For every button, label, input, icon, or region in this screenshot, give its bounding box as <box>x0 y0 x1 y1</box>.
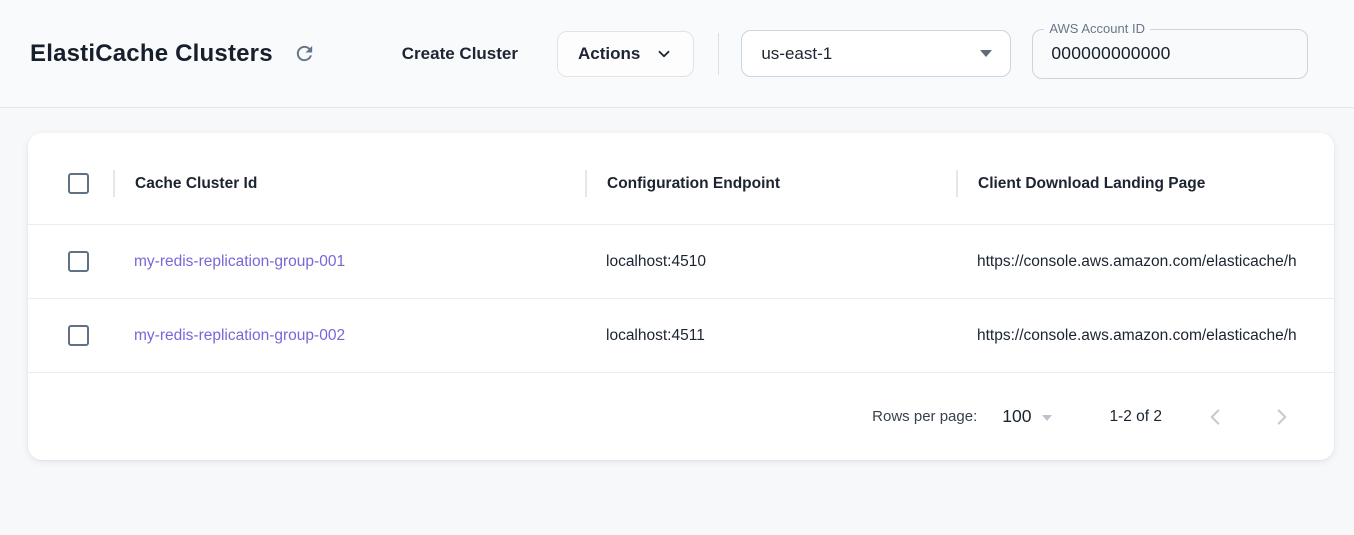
row-checkbox[interactable] <box>68 325 89 346</box>
column-header-client-download-landing-page: Client Download Landing Page <box>956 143 1334 224</box>
triangle-down-icon <box>1042 415 1053 421</box>
select-all-cell <box>28 173 113 194</box>
table-row: my-redis-replication-group-001 localhost… <box>28 224 1334 298</box>
row-checkbox[interactable] <box>68 251 89 272</box>
column-header-cache-cluster-id: Cache Cluster Id <box>113 143 585 224</box>
aws-account-id-label: AWS Account ID <box>1044 20 1150 36</box>
page-title: ElastiCache Clusters <box>30 39 273 67</box>
next-page-button[interactable] <box>1268 403 1296 431</box>
column-divider <box>956 170 958 197</box>
create-cluster-button[interactable]: Create Cluster <box>396 43 524 65</box>
configuration-endpoint-cell: localhost:4511 <box>606 326 705 344</box>
cache-cluster-id-link[interactable]: my-redis-replication-group-001 <box>134 252 346 270</box>
client-download-landing-page-cell: https://console.aws.amazon.com/elasticac… <box>977 326 1297 344</box>
table-header-row: Cache Cluster Id Configuration Endpoint … <box>28 133 1334 224</box>
pagination-bar: Rows per page: 100 1-2 of 2 <box>28 372 1334 460</box>
refresh-button[interactable] <box>290 39 320 69</box>
column-divider <box>113 170 115 197</box>
table-row: my-redis-replication-group-002 localhost… <box>28 298 1334 372</box>
cache-cluster-id-link[interactable]: my-redis-replication-group-002 <box>134 326 346 344</box>
column-header-configuration-endpoint: Configuration Endpoint <box>585 143 956 224</box>
rows-per-page-label: Rows per page: <box>872 408 978 425</box>
row-select-cell <box>28 325 113 346</box>
rows-per-page-value: 100 <box>1002 406 1032 426</box>
refresh-icon <box>293 42 316 65</box>
chevron-right-icon <box>1269 404 1295 430</box>
client-download-landing-page-cell: https://console.aws.amazon.com/elasticac… <box>977 252 1297 270</box>
configuration-endpoint-cell: localhost:4510 <box>606 252 706 270</box>
header-vertical-divider <box>718 32 720 75</box>
actions-button[interactable]: Actions <box>557 30 695 77</box>
region-select-value: us-east-1 <box>761 43 833 63</box>
chevron-down-icon <box>655 45 673 63</box>
previous-page-button[interactable] <box>1201 403 1229 431</box>
chevron-left-icon <box>1202 404 1228 430</box>
column-header-label: Cache Cluster Id <box>135 174 258 192</box>
rows-per-page-select[interactable]: 100 <box>1002 406 1053 427</box>
column-header-label: Client Download Landing Page <box>978 174 1206 192</box>
column-header-label: Configuration Endpoint <box>607 174 781 192</box>
aws-account-id-input[interactable] <box>1051 43 1290 64</box>
triangle-down-icon <box>980 50 993 57</box>
row-select-cell <box>28 251 113 272</box>
clusters-table-card: Cache Cluster Id Configuration Endpoint … <box>28 133 1334 460</box>
region-select[interactable]: us-east-1 <box>741 30 1012 77</box>
select-all-checkbox[interactable] <box>68 173 89 194</box>
top-bar: ElastiCache Clusters Create Cluster Acti… <box>0 0 1354 108</box>
actions-button-label: Actions <box>578 43 641 63</box>
pagination-range-label: 1-2 of 2 <box>1109 407 1162 425</box>
column-divider <box>585 170 587 197</box>
aws-account-id-field[interactable]: AWS Account ID <box>1032 20 1309 79</box>
